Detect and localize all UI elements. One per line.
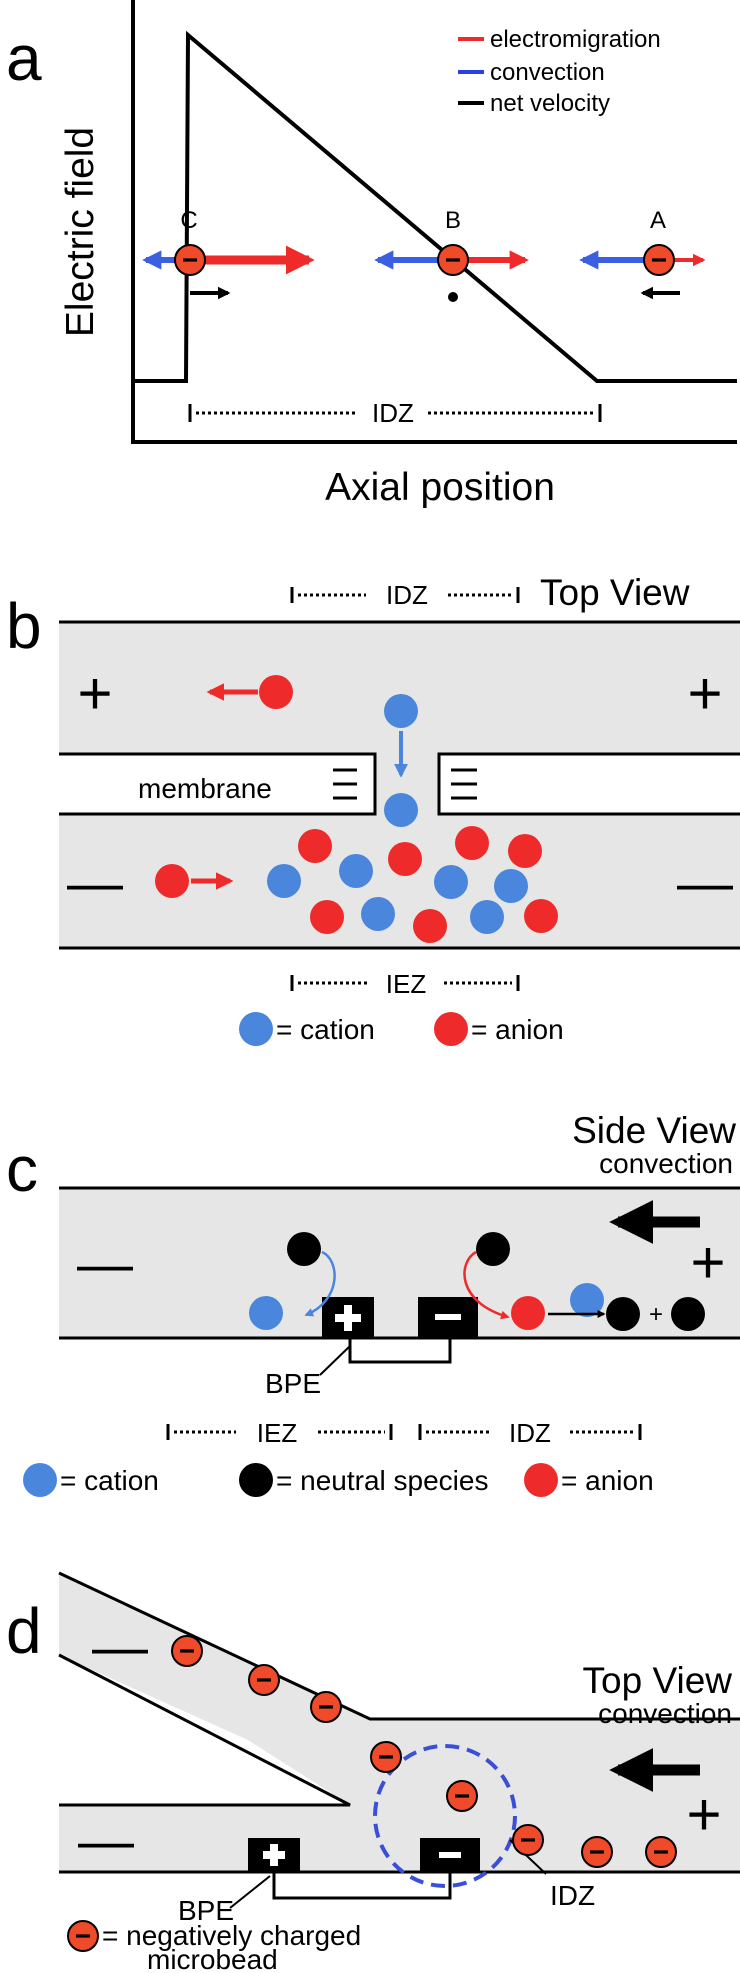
legend-electromigration: electromigration bbox=[490, 26, 661, 53]
neutral-species-right bbox=[476, 1232, 510, 1266]
panel-a: a electromigration convection net veloci… bbox=[6, 0, 737, 509]
cation-produced bbox=[249, 1296, 283, 1330]
ion-cluster bbox=[267, 826, 558, 943]
oxidation-arrow bbox=[304, 1250, 336, 1317]
minus-sign-icon-d bbox=[439, 1852, 461, 1858]
neutral-product-2 bbox=[671, 1297, 705, 1331]
branch-upper-wall bbox=[58, 1571, 740, 1721]
panel-d: d Top View convection — — + BPE IDZ bbox=[6, 1571, 740, 1973]
plus-sign-c: + bbox=[690, 1229, 725, 1296]
key-cation-dot-c bbox=[23, 1463, 57, 1497]
minus-sign-right-b: — bbox=[677, 851, 733, 914]
neutral-species-left bbox=[287, 1232, 321, 1266]
side-view-label: Side View bbox=[572, 1110, 736, 1151]
iez-label-c: IEZ bbox=[257, 1418, 298, 1448]
x-axis-label: Axial position bbox=[325, 466, 555, 509]
plus-sign-icon-d-bar bbox=[263, 1851, 285, 1859]
convection-label-d: convection bbox=[598, 1698, 732, 1729]
anion-lower bbox=[155, 864, 189, 898]
y-axis-label: Electric field bbox=[59, 127, 102, 337]
panel-letter-a: a bbox=[6, 22, 42, 94]
idz-circle bbox=[373, 1744, 517, 1888]
bpe-leader-d bbox=[229, 1875, 271, 1909]
panel-letter-b: b bbox=[6, 590, 42, 662]
panel-b: b IDZ Top View membrane + + — — bbox=[6, 572, 740, 1046]
membrane-icon-left bbox=[333, 768, 357, 800]
particle-label-a: A bbox=[650, 207, 666, 234]
particle-a bbox=[643, 244, 675, 276]
legend-convection: convection bbox=[490, 59, 605, 86]
key-bead-icon bbox=[67, 1920, 99, 1952]
bpe-label-d: BPE bbox=[178, 1895, 234, 1926]
axes bbox=[131, 0, 737, 444]
panel-letter-d: d bbox=[6, 1595, 42, 1667]
key-neutral-dot-c bbox=[239, 1463, 273, 1497]
key-cation-c: = cation bbox=[60, 1465, 159, 1496]
idz-label-a: IDZ bbox=[372, 398, 414, 428]
cation-in-gap bbox=[384, 793, 418, 827]
membrane-label: membrane bbox=[138, 773, 272, 804]
bpe-wire bbox=[348, 1338, 452, 1364]
key-bead-line-2: microbead bbox=[147, 1944, 278, 1973]
legend-net-velocity: net velocity bbox=[490, 90, 610, 117]
membrane-block-right bbox=[437, 752, 740, 816]
minus-sign-icon bbox=[435, 1314, 461, 1320]
plus-sign-reaction: + bbox=[649, 1301, 663, 1328]
idz-label-c: IDZ bbox=[509, 1418, 551, 1448]
neutral-product-1 bbox=[606, 1297, 640, 1331]
anion-produced bbox=[511, 1296, 545, 1330]
particle-b bbox=[437, 244, 469, 276]
minus-sign-d-upper: — bbox=[92, 1615, 148, 1678]
key-anion-b: = anion bbox=[471, 1014, 564, 1045]
key-cation-b: = cation bbox=[276, 1014, 375, 1045]
key-anion-dot-b bbox=[434, 1012, 468, 1046]
membrane-block-left bbox=[59, 752, 377, 816]
idz-label-b: IDZ bbox=[386, 580, 428, 610]
key-cation-dot-b bbox=[239, 1012, 273, 1046]
key-neutral-c: = neutral species bbox=[276, 1465, 488, 1496]
y-channel bbox=[59, 1573, 740, 1872]
membrane-icon-right bbox=[451, 768, 477, 800]
key-bead-line-1: = negatively charged bbox=[102, 1920, 361, 1951]
idz-label-d: IDZ bbox=[550, 1880, 595, 1911]
minus-sign-left-b: — bbox=[67, 851, 123, 914]
net-velocity-zero-dot bbox=[448, 292, 458, 302]
panel-letter-c: c bbox=[6, 1133, 38, 1205]
bpe-leader-c bbox=[319, 1345, 351, 1376]
minus-sign-c: — bbox=[77, 1232, 133, 1295]
iez-label-b: IEZ bbox=[386, 969, 427, 999]
cation-recombining bbox=[570, 1283, 604, 1317]
key-anion-c: = anion bbox=[561, 1465, 654, 1496]
cation-entering bbox=[384, 694, 418, 728]
plus-sign-d: + bbox=[686, 1781, 721, 1848]
bpe-label-c: BPE bbox=[265, 1368, 321, 1399]
key-anion-dot-c bbox=[524, 1463, 558, 1497]
panel-c: c Side View convection — + BPE + bbox=[6, 1110, 740, 1497]
field-profile-line bbox=[133, 30, 737, 383]
particle-label-c: C bbox=[180, 207, 197, 234]
particle-label-b: B bbox=[445, 207, 461, 234]
anion-upper bbox=[259, 675, 293, 709]
plus-sign-left-b: + bbox=[77, 660, 112, 727]
top-view-label-b: Top View bbox=[540, 572, 690, 613]
minus-sign-d-lower: — bbox=[78, 1809, 134, 1872]
reduction-arrow bbox=[463, 1250, 510, 1320]
top-view-label-d: Top View bbox=[583, 1660, 733, 1701]
particle-c bbox=[174, 244, 206, 276]
plus-sign-right-b: + bbox=[687, 660, 722, 727]
bpe-wire-d bbox=[272, 1872, 452, 1900]
branch-divider-wall bbox=[58, 1653, 351, 1807]
convection-label-c: convection bbox=[599, 1148, 733, 1179]
plus-sign-icon-bar bbox=[335, 1314, 361, 1322]
